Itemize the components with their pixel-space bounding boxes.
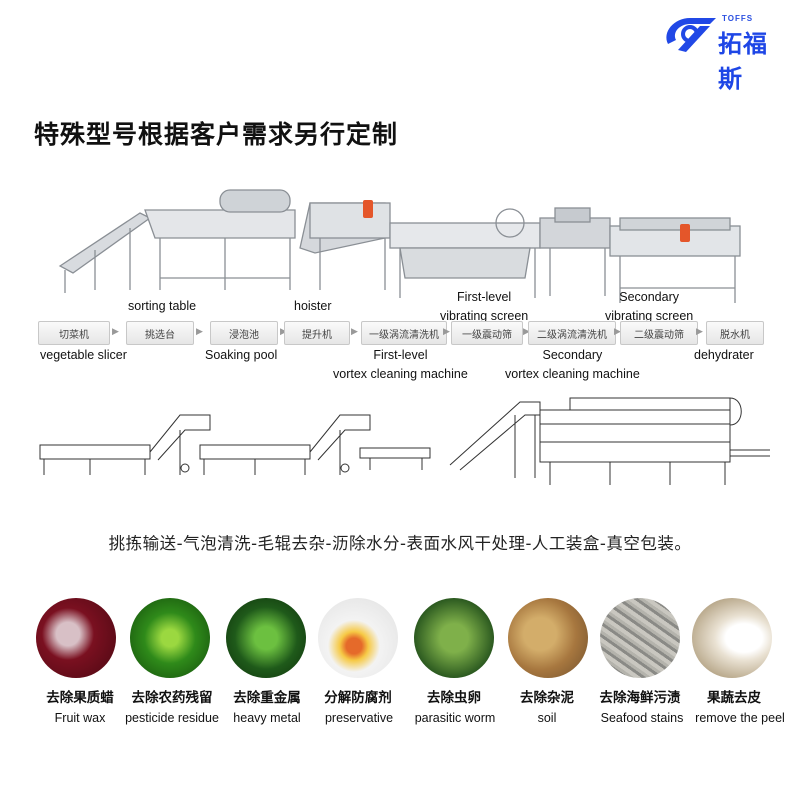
virus-particle-photo-icon — [226, 598, 306, 678]
flow-step: 二级涡流清洗机 — [528, 321, 616, 345]
production-line-illustration — [58, 189, 741, 303]
benefit-cn-label: 去除海鲜污渍 — [599, 690, 681, 706]
flow-step: 提升机 — [284, 321, 350, 345]
brand-logo: TOFFS 拓福斯 — [660, 12, 790, 93]
process-description: 挑拣输送-气泡清洗-毛辊去杂-沥除水分-表面水风干处理-人工装盒-真空包装。 — [108, 534, 692, 553]
benefit-cn-label: 去除果质蜡 — [46, 690, 114, 706]
flow-step: 脱水机 — [706, 321, 764, 345]
label-second-vortex-line2: vortex cleaning machine — [505, 367, 640, 381]
benefit-en-label: Seafood stains — [600, 711, 684, 725]
flow-step: 浸泡池 — [210, 321, 278, 345]
label-first-screen-line2: vibrating screen — [440, 309, 529, 323]
pesticide-microbe-photo-icon — [130, 598, 210, 678]
benefit-card-pesticide — [128, 598, 212, 678]
benefit-cn-label: 去除杂泥 — [520, 690, 574, 706]
label-second-screen: Secondary vibrating screen — [605, 288, 693, 326]
benefit-card-peel — [690, 598, 774, 678]
dried-shrimp-photo-icon — [600, 598, 680, 678]
flow-arrow-icon: ▶ — [351, 327, 358, 337]
flow-arrow-icon: ▶ — [443, 327, 450, 337]
label-dehydrater: dehydrater — [694, 348, 754, 362]
label-first-vortex: First-level vortex cleaning machine — [333, 346, 468, 384]
benefit-cn-label: 去除农药残留 — [131, 690, 213, 706]
label-first-vortex-line2: vortex cleaning machine — [333, 367, 468, 381]
benefit-en-label: heavy metal — [233, 711, 301, 725]
benefit-card-preservative — [316, 598, 400, 678]
benefit-cn-label: 分解防腐剂 — [324, 690, 392, 706]
leaf-worm-photo-icon — [414, 598, 494, 678]
label-second-vortex: Secondary vortex cleaning machine — [505, 346, 640, 384]
benefit-en-label: soil — [537, 711, 557, 725]
page-headline: 特殊型号根据客户需求另行定制 — [34, 120, 399, 149]
flow-arrow-icon: ▶ — [523, 327, 530, 337]
flow-step: 二级震动筛 — [620, 321, 698, 345]
flow-step: 一级震动筛 — [451, 321, 523, 345]
benefit-card-fruit-wax — [34, 598, 118, 678]
label-first-screen: First-level vibrating screen — [440, 288, 528, 326]
brand-mark-icon — [666, 18, 716, 52]
line-schematic-drawing — [39, 397, 770, 485]
preservative-chemicals-illustration-icon — [318, 598, 398, 678]
benefit-en-label: parasitic worm — [414, 711, 496, 725]
benefit-en-label: pesticide residue — [125, 711, 219, 725]
flow-arrow-icon: ▶ — [280, 327, 292, 337]
label-first-screen-line1: First-level — [457, 290, 512, 304]
benefit-cn-label: 去除虫卵 — [427, 690, 481, 706]
brand-small-text: TOFFS — [722, 14, 754, 23]
flow-step: 挑选台 — [126, 321, 194, 345]
benefit-cn-label: 去除重金属 — [233, 690, 301, 706]
process-flow: 切菜机 ▶ 挑选台 ▶ 浸泡池 ▶ 提升机 ▶ 一级涡流清洗机 ▶ 一级震动筛 … — [38, 321, 764, 345]
label-hoister: hoister — [294, 299, 332, 313]
label-second-vortex-line1: Secondary — [542, 348, 603, 362]
label-second-screen-line1: Secondary — [619, 290, 679, 304]
benefit-cn-label: 果蔬去皮 — [707, 690, 761, 706]
benefit-card-worm — [412, 598, 496, 678]
flow-arrow-icon: ▶ — [196, 327, 203, 337]
label-sorting-table: sorting table — [128, 299, 197, 313]
potato-soil-photo-icon — [508, 598, 588, 678]
flow-step: 切菜机 — [38, 321, 110, 345]
benefit-en-label: preservative — [324, 711, 394, 725]
label-first-vortex-line1: First-level — [373, 348, 428, 362]
flow-arrow-icon: ▶ — [614, 327, 621, 337]
label-second-screen-line2: vibrating screen — [605, 309, 694, 323]
benefit-en-label: remove the peel — [695, 711, 785, 725]
fruit-wax-photo-icon — [36, 598, 116, 678]
benefit-en-label: Fruit wax — [54, 711, 106, 725]
peeled-root-photo-icon — [692, 598, 772, 678]
flow-step: 一级涡流清洗机 — [361, 321, 447, 345]
flow-arrow-icon: ▶ — [696, 327, 703, 337]
benefit-card-heavy-metal — [224, 598, 308, 678]
benefit-card-soil — [506, 598, 590, 678]
flow-arrow-icon: ▶ — [112, 327, 119, 337]
label-slicer: vegetable slicer — [40, 348, 127, 362]
label-soaking: Soaking pool — [205, 348, 278, 362]
benefit-card-seafood — [598, 598, 682, 678]
brand-name: 拓福斯 — [718, 30, 768, 93]
